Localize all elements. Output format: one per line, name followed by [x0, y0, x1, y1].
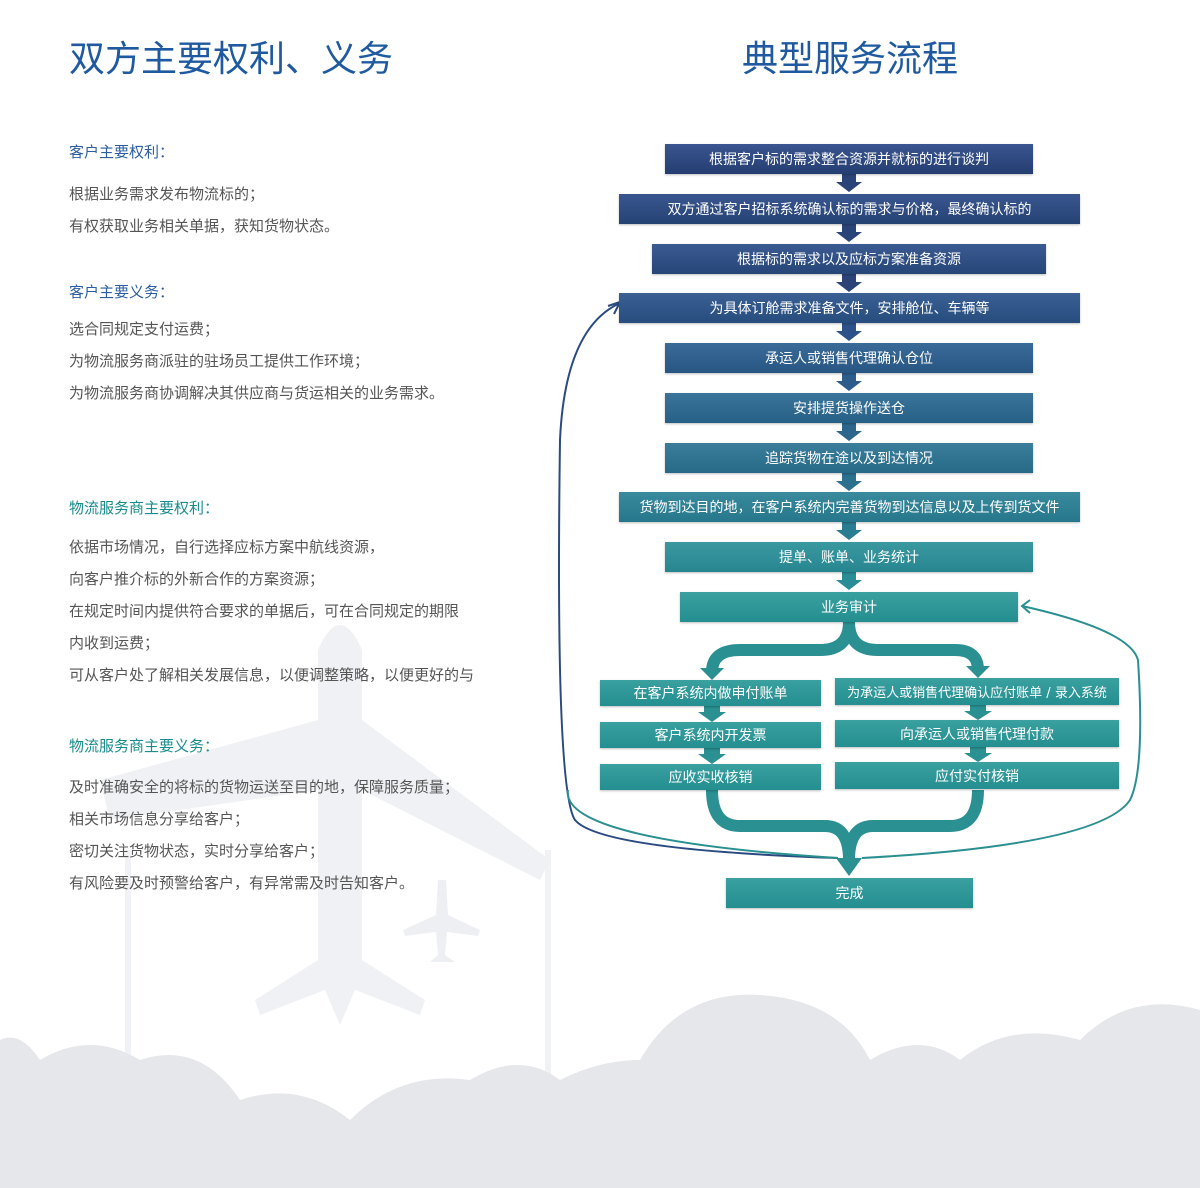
loop-arrow-right	[861, 605, 1142, 859]
text-line: 有权获取业务相关单据，获知货物状态。	[69, 217, 340, 235]
flow-step: 双方通过客户招标系统确认标的需求与价格，最终确认标的	[619, 194, 1080, 224]
text-line: 选合同规定支付运费；	[69, 320, 220, 338]
down-arrows	[836, 174, 862, 590]
cloud-shape	[0, 994, 1200, 1188]
rights-obligations-title: 双方主要权利、义务	[69, 39, 394, 80]
text-line: 依据市场情况，自行选择应标方案中航线资源，	[69, 538, 385, 556]
left-branch-step: 客户系统内开发票	[600, 722, 821, 748]
flow-step-audit: 业务审计	[680, 592, 1018, 622]
text-line: 有风险要及时预警给客户，有异常需及时告知客户。	[69, 874, 415, 892]
flow-step: 安排提货操作送仓	[665, 393, 1033, 423]
section-heading: 物流服务商主要权利：	[69, 499, 220, 517]
text-line: 可从客户处了解相关发展信息，以便调整策略，以便更好的与	[69, 666, 475, 684]
text-line: 密切关注货物状态，实时分享给客户；	[69, 842, 325, 860]
flow-step: 追踪货物在途以及到达情况	[665, 443, 1033, 473]
flow-step: 货物到达目的地，在客户系统内完善货物到达信息以及上传到货文件	[619, 492, 1080, 522]
section-heading: 客户主要义务：	[69, 283, 175, 301]
loop-arrow-left	[558, 303, 839, 859]
text-line: 内收到运费；	[69, 634, 160, 652]
text-line: 为物流服务商派驻的驻场员工提供工作环境；	[69, 352, 370, 370]
airplane-illustration	[100, 625, 551, 1100]
flow-step: 提单、账单、业务统计	[665, 542, 1033, 572]
text-line: 向客户推介标的外新合作的方案资源；	[69, 570, 325, 588]
flow-final-step: 完成	[726, 878, 973, 908]
left-branch-step: 在客户系统内做申付账单	[600, 680, 821, 706]
right-branch-step: 应付实付核销	[835, 762, 1119, 789]
flow-step: 为具体订舱需求准备文件，安排舱位、车辆等	[619, 293, 1080, 323]
text-line: 相关市场信息分享给客户；	[69, 810, 250, 828]
section-heading: 物流服务商主要义务：	[69, 737, 220, 755]
text-line: 根据业务需求发布物流标的；	[69, 185, 265, 203]
text-line: 在规定时间内提供符合要求的单据后，可在合同规定的期限	[69, 602, 460, 620]
left-branch-step: 应收实收核销	[600, 764, 821, 790]
right-branch-step: 为承运人或销售代理确认应付账单 / 录入系统	[835, 678, 1119, 705]
flow-step: 根据标的需求以及应标方案准备资源	[652, 244, 1046, 274]
flow-step: 承运人或销售代理确认仓位	[665, 343, 1033, 373]
flow-step: 根据客户标的需求整合资源并就标的进行谈判	[665, 144, 1033, 174]
right-branch-step: 向承运人或销售代理付款	[835, 720, 1119, 747]
service-flow-title: 典型服务流程	[742, 39, 959, 80]
text-line: 为物流服务商协调解决其供应商与货运相关的业务需求。	[69, 384, 445, 402]
text-line: 及时准确安全的将标的货物运送至目的地，保障服务质量；	[69, 778, 460, 796]
section-heading: 客户主要权利：	[69, 143, 175, 161]
